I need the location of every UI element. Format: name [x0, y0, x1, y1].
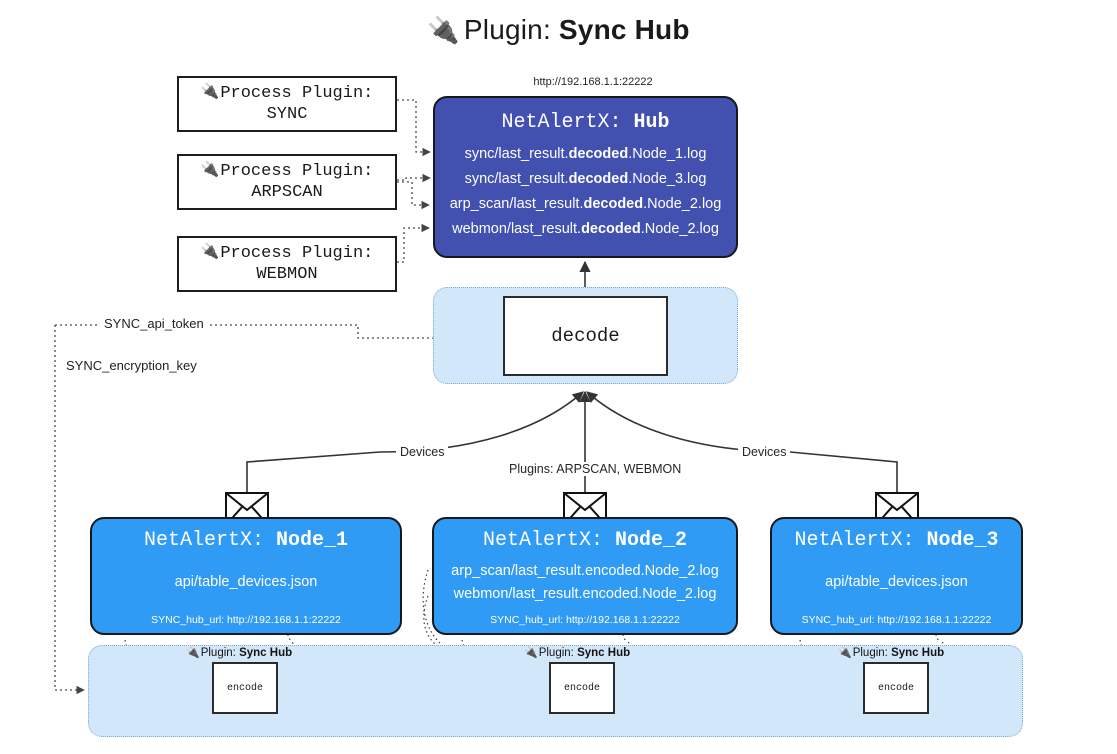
- plug-icon: 🔌: [427, 15, 460, 45]
- node-hub-url: SYNC_hub_url: http://192.168.1.1:22222: [801, 614, 992, 626]
- node-to-decode-edges: [246, 390, 898, 492]
- encode-box[interactable]: encode: [549, 662, 615, 714]
- hub-log-line: arp_scan/last_result.decoded.Node_2.log: [449, 195, 722, 212]
- plug-icon: 🔌: [524, 647, 538, 659]
- secret-variable-edges: [54, 324, 499, 695]
- hub-log-line: sync/last_result.decoded.Node_1.log: [464, 146, 707, 162]
- plug-icon: 🔌: [186, 647, 200, 659]
- process-plugin-line1: Process Plugin:: [220, 243, 374, 263]
- hub-box[interactable]: NetAlertX: Hub sync/last_result.decoded.…: [433, 96, 738, 258]
- plug-icon: 🔌: [200, 244, 220, 261]
- page-title: 🔌Plugin: Sync Hub: [0, 14, 1117, 46]
- edge-label-devices-right: Devices: [738, 445, 791, 459]
- node-title: NetAlertX: Node_3: [794, 529, 999, 552]
- hub-log-line: sync/last_result.decoded.Node_3.log: [464, 170, 707, 187]
- sync-encryption-key-label: SYNC_encryption_key: [62, 358, 201, 373]
- process-plugin-line2: SYNC: [266, 105, 308, 124]
- title-prefix: Plugin:: [463, 14, 551, 45]
- node-data-line: arp_scan/last_result.encoded.Node_2.log: [451, 562, 719, 579]
- plug-icon: 🔌: [200, 84, 220, 101]
- hub-title: NetAlertX: Hub: [435, 111, 736, 134]
- encoder-plugin-label: 🔌Plugin: Sync Hub: [524, 647, 631, 659]
- process-plugin-line2: WEBMON: [256, 265, 318, 284]
- plug-icon: 🔌: [838, 647, 852, 659]
- edge-label-devices-left: Devices: [396, 445, 449, 459]
- node-title: NetAlertX: Node_2: [482, 529, 688, 552]
- process-plugin-line2: ARPSCAN: [251, 183, 323, 202]
- sync-api-token-label: SYNC_api_token: [100, 316, 208, 331]
- node-box-node-2[interactable]: NetAlertX: Node_2 arp_scan/last_result.e…: [432, 517, 738, 635]
- process-plugin-line1: Process Plugin:: [220, 161, 374, 181]
- process-plugin-box-webmon[interactable]: 🔌 Process Plugin: WEBMON: [177, 236, 397, 292]
- node-box-node-3[interactable]: NetAlertX: Node_3 api/table_devices.json…: [770, 517, 1023, 635]
- process-plugin-line1: Process Plugin:: [220, 83, 374, 103]
- node-hub-url: SYNC_hub_url: http://192.168.1.1:22222: [151, 614, 341, 626]
- node-title: NetAlertX: Node_1: [143, 529, 349, 552]
- node-hub-url: SYNC_hub_url: http://192.168.1.1:22222: [490, 614, 680, 626]
- edge-label-plugins-center: Plugins: ARPSCAN, WEBMON: [505, 462, 686, 476]
- encode-box[interactable]: encode: [212, 662, 278, 714]
- hub-title-name: Hub: [633, 111, 670, 134]
- node-data-line: api/table_devices.json: [825, 574, 968, 591]
- encoder-plugin-label: 🔌Plugin: Sync Hub: [838, 647, 945, 659]
- node-box-node-1[interactable]: NetAlertX: Node_1 api/table_devices.json…: [90, 517, 402, 635]
- hub-log-line: webmon/last_result.decoded.Node_2.log: [452, 220, 719, 237]
- node-data-line: webmon/last_result.encoded.Node_2.log: [453, 586, 717, 602]
- plugin-to-hub-edges: [397, 99, 431, 263]
- node-data-line: api/table_devices.json: [174, 574, 318, 591]
- hub-url-label: http://192.168.1.1:22222: [533, 76, 653, 88]
- plug-icon: 🔌: [200, 162, 220, 179]
- encoder-plugin-label: 🔌Plugin: Sync Hub: [186, 647, 293, 659]
- process-plugin-box-arpscan[interactable]: 🔌 Process Plugin: ARPSCAN: [177, 154, 397, 210]
- title-name: Sync Hub: [558, 14, 690, 45]
- hub-title-prefix: NetAlertX:: [501, 111, 622, 134]
- encode-box[interactable]: encode: [863, 662, 929, 714]
- process-plugin-box-sync[interactable]: 🔌 Process Plugin: SYNC: [177, 76, 397, 132]
- decode-box[interactable]: decode: [503, 296, 668, 376]
